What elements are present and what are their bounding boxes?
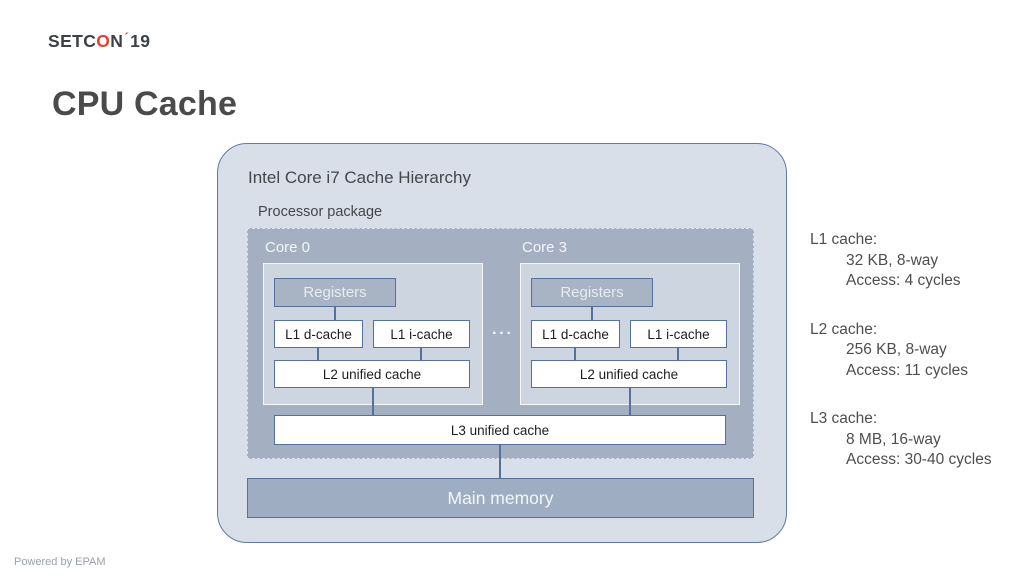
page-title: CPU Cache bbox=[52, 85, 238, 123]
logo-apostrophe: ´ bbox=[124, 30, 130, 45]
connector-line bbox=[420, 348, 422, 360]
connector-line bbox=[334, 307, 336, 320]
core-3-box: Registers L1 d-cache L1 i-cache L2 unifi… bbox=[520, 263, 740, 405]
registers-box: Registers bbox=[274, 278, 396, 307]
connector-line bbox=[317, 348, 319, 360]
l3-spec-group: L3 cache: 8 MB, 16-way Access: 30-40 cyc… bbox=[810, 409, 992, 471]
footer-credit: Powered by EPAM bbox=[14, 556, 106, 568]
core-0-label: Core 0 bbox=[265, 239, 311, 256]
l1-d-cache-box: L1 d-cache bbox=[531, 320, 620, 348]
logo-accent-o: O bbox=[96, 31, 111, 51]
connector-line bbox=[372, 387, 374, 415]
spec-line: 32 KB, 8-way bbox=[846, 251, 939, 269]
main-memory-box: Main memory bbox=[247, 478, 754, 518]
logo-text-n: N bbox=[110, 31, 124, 51]
core-3-label: Core 3 bbox=[522, 239, 568, 256]
setcon-logo: SETCON´19 bbox=[48, 30, 151, 52]
logo-year: 19 bbox=[130, 31, 151, 51]
connector-line bbox=[629, 387, 631, 415]
registers-box: Registers bbox=[531, 278, 653, 307]
logo-text: SETC bbox=[48, 31, 97, 51]
spec-line: Access: 11 cycles bbox=[846, 361, 969, 379]
l1-d-cache-box: L1 d-cache bbox=[274, 320, 363, 348]
core-0-box: Registers L1 d-cache L1 i-cache L2 unifi… bbox=[263, 263, 483, 405]
connector-line bbox=[677, 348, 679, 360]
l1-i-cache-box: L1 i-cache bbox=[373, 320, 470, 348]
spec-line: Access: 30-40 cycles bbox=[846, 451, 992, 468]
l3-cache-box: L3 unified cache bbox=[274, 415, 726, 445]
l2-spec-group: L2 cache: 256 KB, 8-way Access: 11 cycle… bbox=[810, 320, 992, 382]
cores-ellipsis: ... bbox=[492, 321, 514, 338]
l2-cache-box: L2 unified cache bbox=[274, 360, 470, 388]
spec-title: L1 cache: bbox=[810, 231, 878, 248]
cache-specs: L1 cache: 32 KB, 8-way Access: 4 cycles … bbox=[810, 230, 992, 499]
l2-cache-box: L2 unified cache bbox=[531, 360, 727, 388]
connector-line bbox=[591, 307, 593, 320]
l1-spec-group: L1 cache: 32 KB, 8-way Access: 4 cycles bbox=[810, 230, 992, 292]
spec-line: 8 MB, 16-way bbox=[846, 430, 941, 448]
spec-line: 256 KB, 8-way bbox=[846, 341, 947, 358]
cache-hierarchy-panel: Intel Core i7 Cache Hierarchy Processor … bbox=[217, 143, 787, 543]
diagram-title: Intel Core i7 Cache Hierarchy bbox=[248, 168, 471, 187]
processor-package-label: Processor package bbox=[258, 204, 383, 220]
l1-i-cache-box: L1 i-cache bbox=[630, 320, 727, 348]
processor-package-box: Core 0 Core 3 Registers L1 d-cache L1 i-… bbox=[247, 228, 754, 459]
spec-title: L2 cache: bbox=[810, 320, 878, 338]
spec-title: L3 cache: bbox=[810, 410, 878, 427]
connector-line bbox=[574, 348, 576, 360]
spec-line: Access: 4 cycles bbox=[846, 272, 961, 289]
connector-line bbox=[499, 444, 501, 478]
